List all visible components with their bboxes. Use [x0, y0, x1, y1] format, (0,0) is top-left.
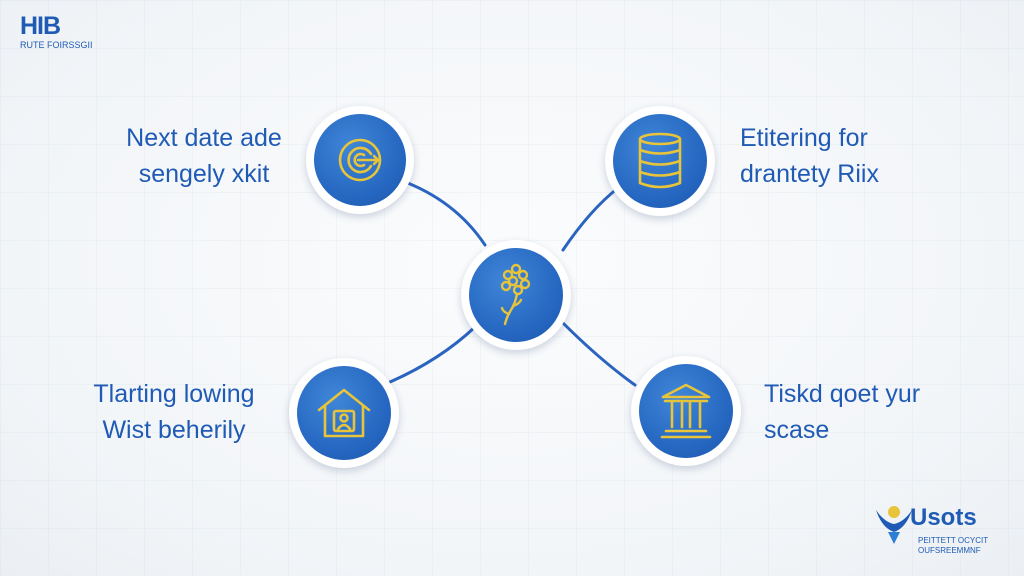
brand-logo-bottom: Usots PEITTETT OCYCIT OUFSREEMMNF: [872, 500, 1012, 560]
connector-bottom-right: [560, 320, 637, 387]
connector-top-left: [398, 178, 487, 247]
connector-top-right: [561, 186, 620, 252]
database-icon: [638, 132, 682, 189]
connector-bottom-left: [388, 325, 477, 384]
brand-mark: HIB: [20, 12, 61, 40]
brand-subtitle: RUTE FOIRSSGII: [20, 40, 93, 50]
plant-bulb-icon: [500, 263, 531, 326]
label-bottom-right: Tiskd qoet yur scase: [764, 380, 921, 444]
pillar-building-icon: [660, 383, 712, 439]
top-left-node: [306, 106, 414, 214]
target-icon: [338, 138, 382, 182]
center-node: [461, 240, 571, 350]
top-right-node: [605, 106, 715, 216]
label-top-left: Next date ade sengely xkit: [126, 124, 282, 188]
label-top-right: Etitering for drantety Riix: [740, 124, 879, 188]
house-icon: [317, 388, 371, 438]
bottom-left-node: [289, 358, 399, 468]
brand-logo-top: HIB RUTE FOIRSSGII: [20, 12, 93, 50]
brand-tagline-1: PEITTETT OCYCIT: [918, 536, 989, 545]
brand-name: Usots: [910, 504, 977, 531]
label-bottom-left: Tlarting lowing Wist beherily: [93, 380, 255, 444]
bottom-right-node: [631, 356, 741, 466]
people-emblem-icon: [876, 506, 912, 544]
brand-tagline-2: OUFSREEMMNF: [918, 546, 981, 555]
